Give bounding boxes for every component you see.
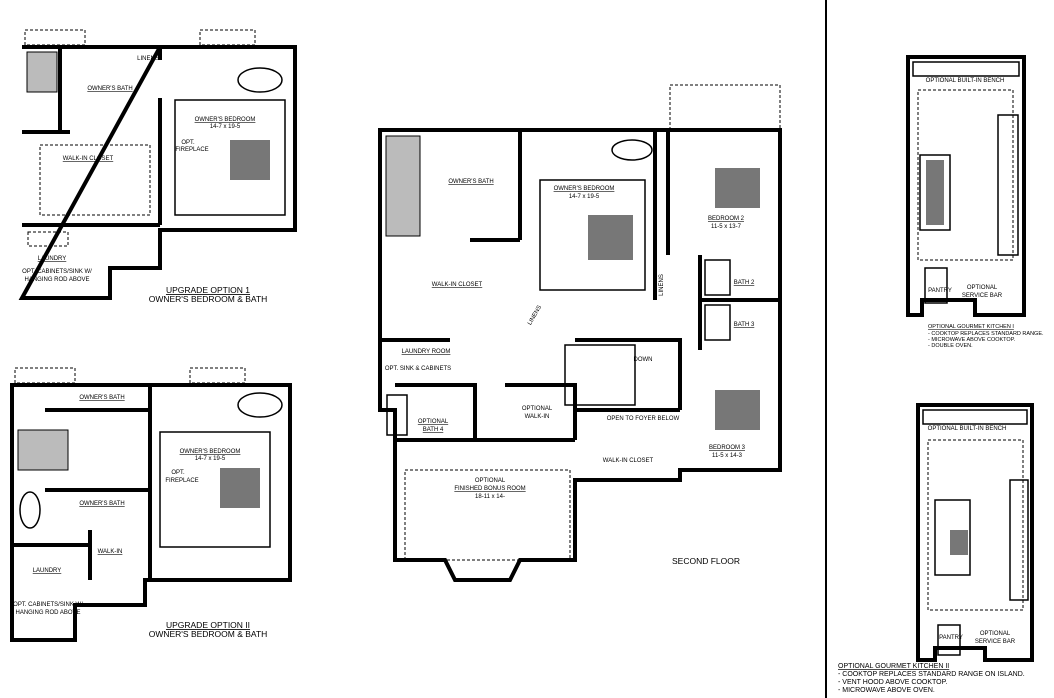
sf-open-foyer: OPEN TO FOYER BELOW (607, 416, 680, 422)
option2-laundry-label: LAUNDRY (33, 568, 62, 574)
k2-pantry: PANTRY (939, 635, 963, 641)
sf-owners-bedroom-dim: 14-7 x 19-5 (569, 194, 600, 200)
k1-pantry: PANTRY (928, 288, 952, 294)
sf-bonus-dim: 18-11 x 14- (475, 494, 505, 500)
sf-opt-sink: OPT. SINK & CABINETS (385, 366, 451, 372)
second-floor-plan (378, 84, 782, 582)
k2-bar-1: OPTIONAL (980, 631, 1011, 637)
option1-bedroom-dim: 14-7 x 19-5 (210, 124, 241, 130)
option1-cabinets-2: HANGING ROD ABOVE (24, 277, 89, 283)
option2-bedroom-label: OWNER'S BEDROOM (180, 449, 241, 455)
k2-note: - MICROWAVE ABOVE OVEN. (838, 687, 935, 694)
option2-fireplace-1: OPT. (171, 470, 185, 476)
option1-laundry-label: LAUNDRY (38, 256, 67, 262)
option1-fireplace-2: FIREPLACE (175, 147, 208, 153)
option2-owners-bath-a: OWNER'S BATH (79, 395, 124, 401)
k1-note: - DOUBLE OVEN. (928, 343, 973, 349)
upgrade-option-2-plan (10, 367, 292, 642)
k2-bench: OPTIONAL BUILT-IN BENCH (928, 426, 1007, 432)
sf-opt-walkin-1: OPTIONAL (522, 406, 553, 412)
sf-owners-bedroom: OWNER'S BEDROOM (554, 186, 615, 192)
k1-note: - MICROWAVE ABOVE COOKTOP. (928, 337, 1016, 343)
upgrade-option-1-plan (18, 29, 297, 300)
sf-walkin-closet: WALK-IN CLOSET (432, 282, 483, 288)
option1-title-1: UPGRADE OPTION 1 (166, 285, 250, 295)
k2-note: - COOKTOP REPLACES STANDARD RANGE ON ISL… (838, 671, 1025, 678)
k1-notes-title: OPTIONAL GOURMET KITCHEN I (928, 324, 1014, 330)
sf-bedroom3: BEDROOM 3 (709, 445, 746, 451)
option2-title-1: UPGRADE OPTION II (166, 620, 250, 630)
sf-bonus-1: OPTIONAL (475, 478, 506, 484)
option2-title-2: OWNER'S BEDROOM & BATH (149, 629, 268, 639)
sf-bonus-2: FINISHED BONUS ROOM (454, 486, 525, 492)
k1-bench: OPTIONAL BUILT-IN BENCH (926, 78, 1005, 84)
sf-opt-bath4-2: BATH 4 (423, 427, 444, 433)
sf-bedroom2: BEDROOM 2 (708, 216, 745, 222)
sf-bath2: BATH 2 (734, 280, 755, 286)
option1-owners-bath-label: OWNER'S BATH (87, 86, 132, 92)
option2-cabinets-2: HANGING ROD ABOVE (15, 610, 80, 616)
option2-fireplace-2: FIREPLACE (165, 478, 198, 484)
option2-bedroom-dim: 14-7 x 19-5 (195, 456, 226, 462)
option2-owners-bath-b: OWNER'S BATH (79, 501, 124, 507)
sf-linens-a: LINENS (659, 274, 665, 296)
option1-linens-label: LINENS (137, 56, 159, 62)
option1-cabinets-1: OPT. CABINETS/SINK W/ (22, 269, 92, 275)
option1-fireplace-1: OPT. (181, 140, 195, 146)
sf-walkin-closet-2: WALK-IN CLOSET (603, 458, 654, 464)
sf-bedroom2-dim: 11-5 x 13-7 (711, 224, 742, 230)
option1-walkin-label: WALK-IN CLOSET (63, 156, 114, 162)
k1-note: - COOKTOP REPLACES STANDARD RANGE. (928, 331, 1044, 337)
kitchen-1-plan (906, 55, 1026, 317)
sf-owners-bath: OWNER'S BATH (448, 179, 493, 185)
sf-laundry-room: LAUNDRY ROOM (402, 349, 451, 355)
sf-opt-bath4-1: OPTIONAL (418, 419, 449, 425)
k2-bar-2: SERVICE BAR (975, 639, 1016, 645)
k2-notes-title: OPTIONAL GOURMET KITCHEN II (838, 663, 949, 670)
sf-down: DOWN (634, 357, 653, 363)
kitchen-2-plan (916, 403, 1034, 662)
option2-cabinets-1: OPT. CABINETS/SINK W/ (13, 602, 83, 608)
k1-bar-2: SERVICE BAR (962, 293, 1003, 299)
sf-opt-walkin-2: WALK-IN (525, 414, 550, 420)
sf-title: SECOND FLOOR (672, 556, 740, 566)
sf-bath3: BATH 3 (734, 322, 755, 328)
option1-title-2: OWNER'S BEDROOM & BATH (149, 294, 268, 304)
k2-note: - VENT HOOD ABOVE COOKTOP. (838, 679, 947, 686)
option2-walkin-label: WALK-IN (98, 549, 123, 555)
k1-bar-1: OPTIONAL (967, 285, 998, 291)
option1-bedroom-label: OWNER'S BEDROOM (195, 117, 256, 123)
sf-linens-b: LINENS (527, 305, 543, 327)
sf-bedroom3-dim: 11-5 x 14-3 (712, 453, 743, 459)
